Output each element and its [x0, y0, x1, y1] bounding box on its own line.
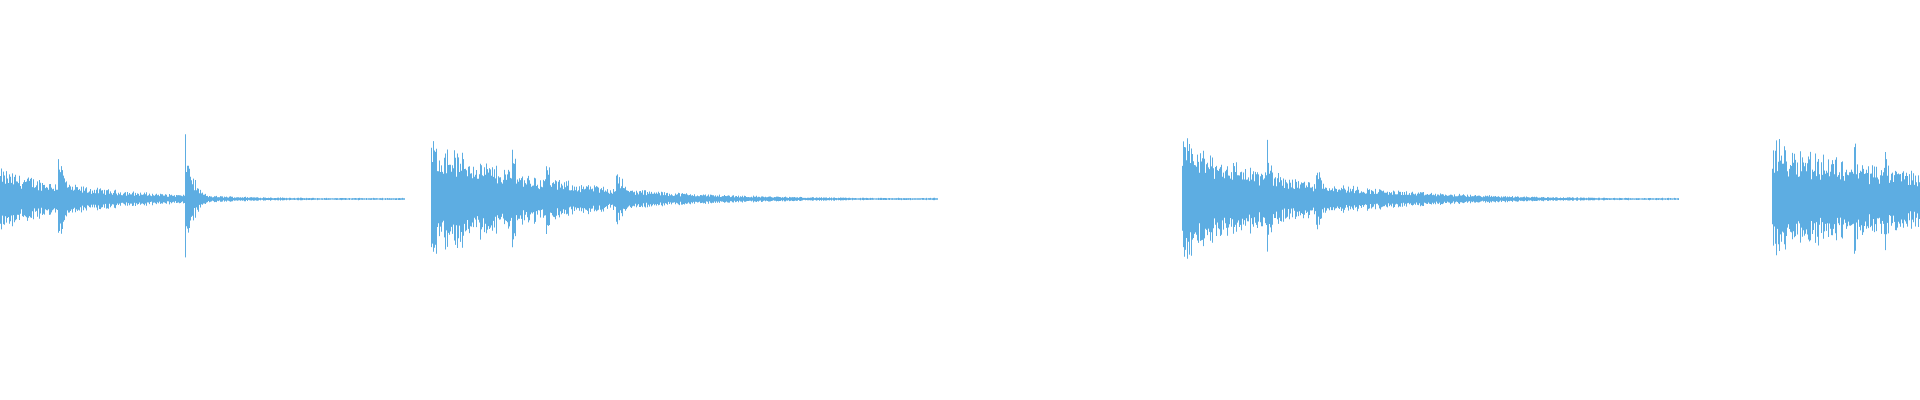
waveform-path [0, 134, 1920, 259]
